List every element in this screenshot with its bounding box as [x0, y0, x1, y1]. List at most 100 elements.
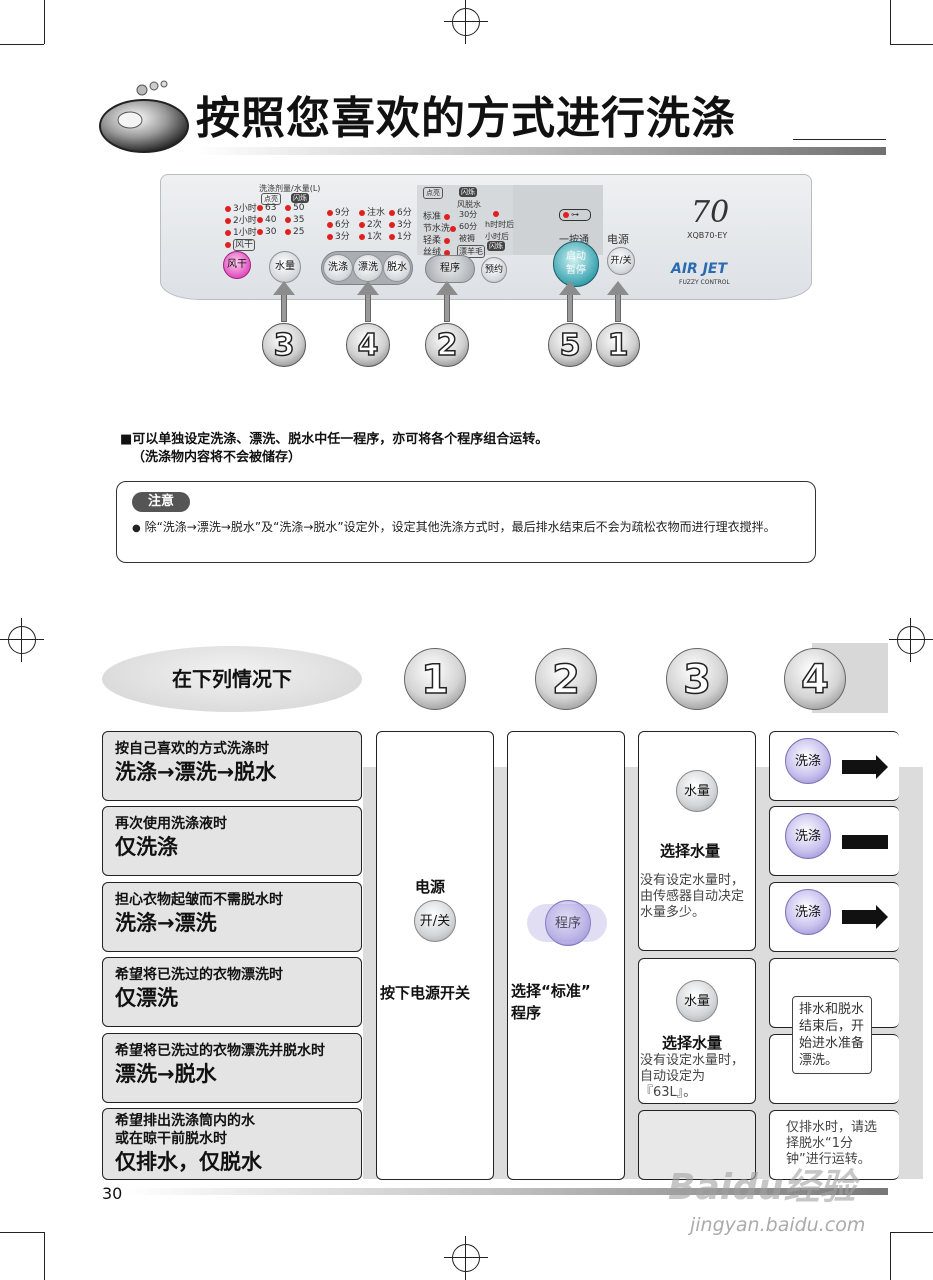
- water-tag-blink: 闪烁: [291, 193, 309, 203]
- control-panel: 3小时 2小时 1小时 风干 洗涤剂量/水量(L) 点亮 闪烁 63 40 30…: [160, 174, 812, 300]
- water-level-50: 50: [285, 203, 304, 213]
- right-arrow-icon: [842, 755, 888, 779]
- water-level-40: 40: [257, 215, 276, 225]
- note-line-2: （洗涤物内容将不会被储存）: [132, 450, 302, 465]
- right-arrow-icon: [842, 905, 888, 929]
- water-level-25: 25: [285, 227, 304, 237]
- dry-time-1h: 1小时: [225, 225, 257, 238]
- wash-button-illustration[interactable]: 洗涤: [785, 889, 831, 935]
- arrow-up-icon: [607, 281, 629, 322]
- program-tag-lit: 点亮: [423, 187, 443, 199]
- step-number-5: 5: [548, 323, 592, 367]
- spin-time-3: 3分: [389, 217, 412, 230]
- watermark-url: jingyan.baidu.com: [690, 1214, 866, 1236]
- timer-label-b: 小时后: [485, 232, 509, 241]
- dry-button[interactable]: 风干: [223, 251, 251, 279]
- crop-mark: [890, 0, 891, 44]
- crop-mark: [0, 44, 44, 45]
- quick-label: 一按通: [559, 231, 589, 246]
- program-silk: 丝绒: [423, 245, 452, 258]
- rinse-spin-note: 排水和脱水结束后，开始进水准备漂洗。: [792, 996, 872, 1074]
- program-button[interactable]: 程序: [425, 255, 475, 283]
- step-header-4: 4: [784, 648, 846, 710]
- water-select-title: 选择水量: [660, 842, 721, 860]
- title-bar: [196, 147, 886, 155]
- program-tag-blink: 闪烁: [459, 187, 477, 197]
- arrow-up-icon: [436, 281, 458, 322]
- program-action: 选择“标准” 程序: [511, 982, 591, 1022]
- stop-bar: [842, 835, 888, 849]
- timer-button[interactable]: 预约: [481, 257, 507, 283]
- step-number-3: 3: [262, 323, 306, 367]
- footer-bar: [122, 1188, 888, 1195]
- spin-button[interactable]: 脱水: [383, 254, 411, 282]
- brand-subtitle: FUZZY CONTROL: [679, 279, 730, 286]
- situation-row: 按自己喜欢的方式洗涤时洗涤→漂洗→脱水: [102, 731, 362, 801]
- drain-only-note: 仅排水时，请选择脱水“1分钟”进行运转。: [786, 1120, 878, 1167]
- situation-row: 担心衣物起皱而不需脱水时洗涤→漂洗: [102, 882, 362, 952]
- dry-indicator: 风干: [225, 237, 256, 251]
- page-title: 按照您喜欢的方式进行洗涤: [196, 93, 736, 144]
- timer-label-a: h时时后: [485, 220, 515, 229]
- watermark-logo: Baidu经验: [668, 1167, 856, 1208]
- water-button[interactable]: 水量: [269, 251, 301, 283]
- program-60: 60分: [459, 222, 478, 231]
- step-header-1: 1: [404, 648, 466, 710]
- water-level-35: 35: [285, 215, 304, 225]
- power-button[interactable]: 开/关: [607, 247, 635, 275]
- wash-button-illustration[interactable]: 洗涤: [785, 813, 831, 859]
- rinse-1: 1次: [359, 229, 382, 242]
- crop-mark: [890, 1232, 933, 1233]
- power-title: 电源: [415, 878, 446, 896]
- power-action: 按下电源开关: [380, 984, 471, 1002]
- program-wool: 漂羊毛: [457, 245, 485, 258]
- wash-time-6: 6分: [327, 217, 350, 230]
- water-button-illustration[interactable]: 水量: [676, 980, 718, 1022]
- power-button-illustration[interactable]: 开/关: [414, 900, 456, 942]
- water-default-desc: 没有设定水量时，自动设定为『63L』。: [640, 1053, 745, 1100]
- situation-row: 希望将已洗过的衣物漂洗时仅漂洗: [102, 957, 362, 1027]
- note-line-1: ■可以单独设定洗涤、漂洗、脱水中任一程序，亦可将各个程序组合运转。: [120, 432, 549, 447]
- registration-mark: [444, 1236, 488, 1280]
- caution-text: ● 除“洗涤→漂洗→脱水”及“洗涤→脱水”设定外，设定其他洗涤方式时，最后排水结…: [132, 520, 776, 534]
- arrow-up-icon: [357, 281, 379, 322]
- water-level-30: 30: [257, 227, 276, 237]
- program-eco: 节水洗: [423, 221, 458, 234]
- wash-button-illustration[interactable]: 洗涤: [785, 738, 831, 784]
- situation-header: 在下列情况下: [102, 646, 362, 712]
- step3-box-c: [638, 1110, 756, 1180]
- water-header: 洗涤剂量/水量(L): [259, 184, 321, 193]
- step-header-3: 3: [666, 648, 728, 710]
- crop-mark: [0, 1232, 44, 1233]
- registration-mark: [0, 618, 44, 662]
- wash-time-9: 9分: [327, 205, 350, 218]
- step2-column: [507, 731, 625, 1180]
- water-select-title: 选择水量: [662, 1034, 723, 1052]
- spin-time-1: 1分: [389, 229, 412, 242]
- water-auto-desc: 没有设定水量时，由传感器自动决定水量多少。: [640, 873, 745, 920]
- crop-mark: [44, 1232, 45, 1280]
- step-number-2: 2: [425, 323, 469, 367]
- step3-box-a: [638, 731, 756, 951]
- water-button-illustration[interactable]: 水量: [676, 770, 718, 812]
- title-underline: [793, 139, 886, 140]
- wash-button[interactable]: 洗涤: [323, 254, 353, 282]
- model-code: XQB70-EY: [687, 231, 728, 240]
- step1-column: [376, 731, 494, 1180]
- program-gentle: 轻柔: [423, 233, 452, 246]
- power-label: 电源: [607, 233, 629, 246]
- step-number-1: 1: [596, 323, 640, 367]
- registration-mark: [889, 618, 933, 662]
- water-level-63: 63: [257, 203, 276, 213]
- program-30: 30分: [459, 210, 478, 219]
- crop-mark: [44, 0, 45, 44]
- program-button-illustration[interactable]: 程序: [545, 900, 591, 946]
- wash-time-3: 3分: [327, 229, 350, 242]
- step-number-4: 4: [346, 323, 390, 367]
- situation-row: 希望排出洗涤筒内的水 或在晾干前脱水时仅排水，仅脱水: [102, 1108, 362, 1180]
- arrow-up-icon: [559, 281, 581, 322]
- rinse-button[interactable]: 漂洗: [353, 254, 383, 282]
- start-pause-button[interactable]: 启动 暂停: [553, 241, 599, 287]
- page-number: 30: [102, 1184, 123, 1203]
- timer-dot: [493, 209, 501, 219]
